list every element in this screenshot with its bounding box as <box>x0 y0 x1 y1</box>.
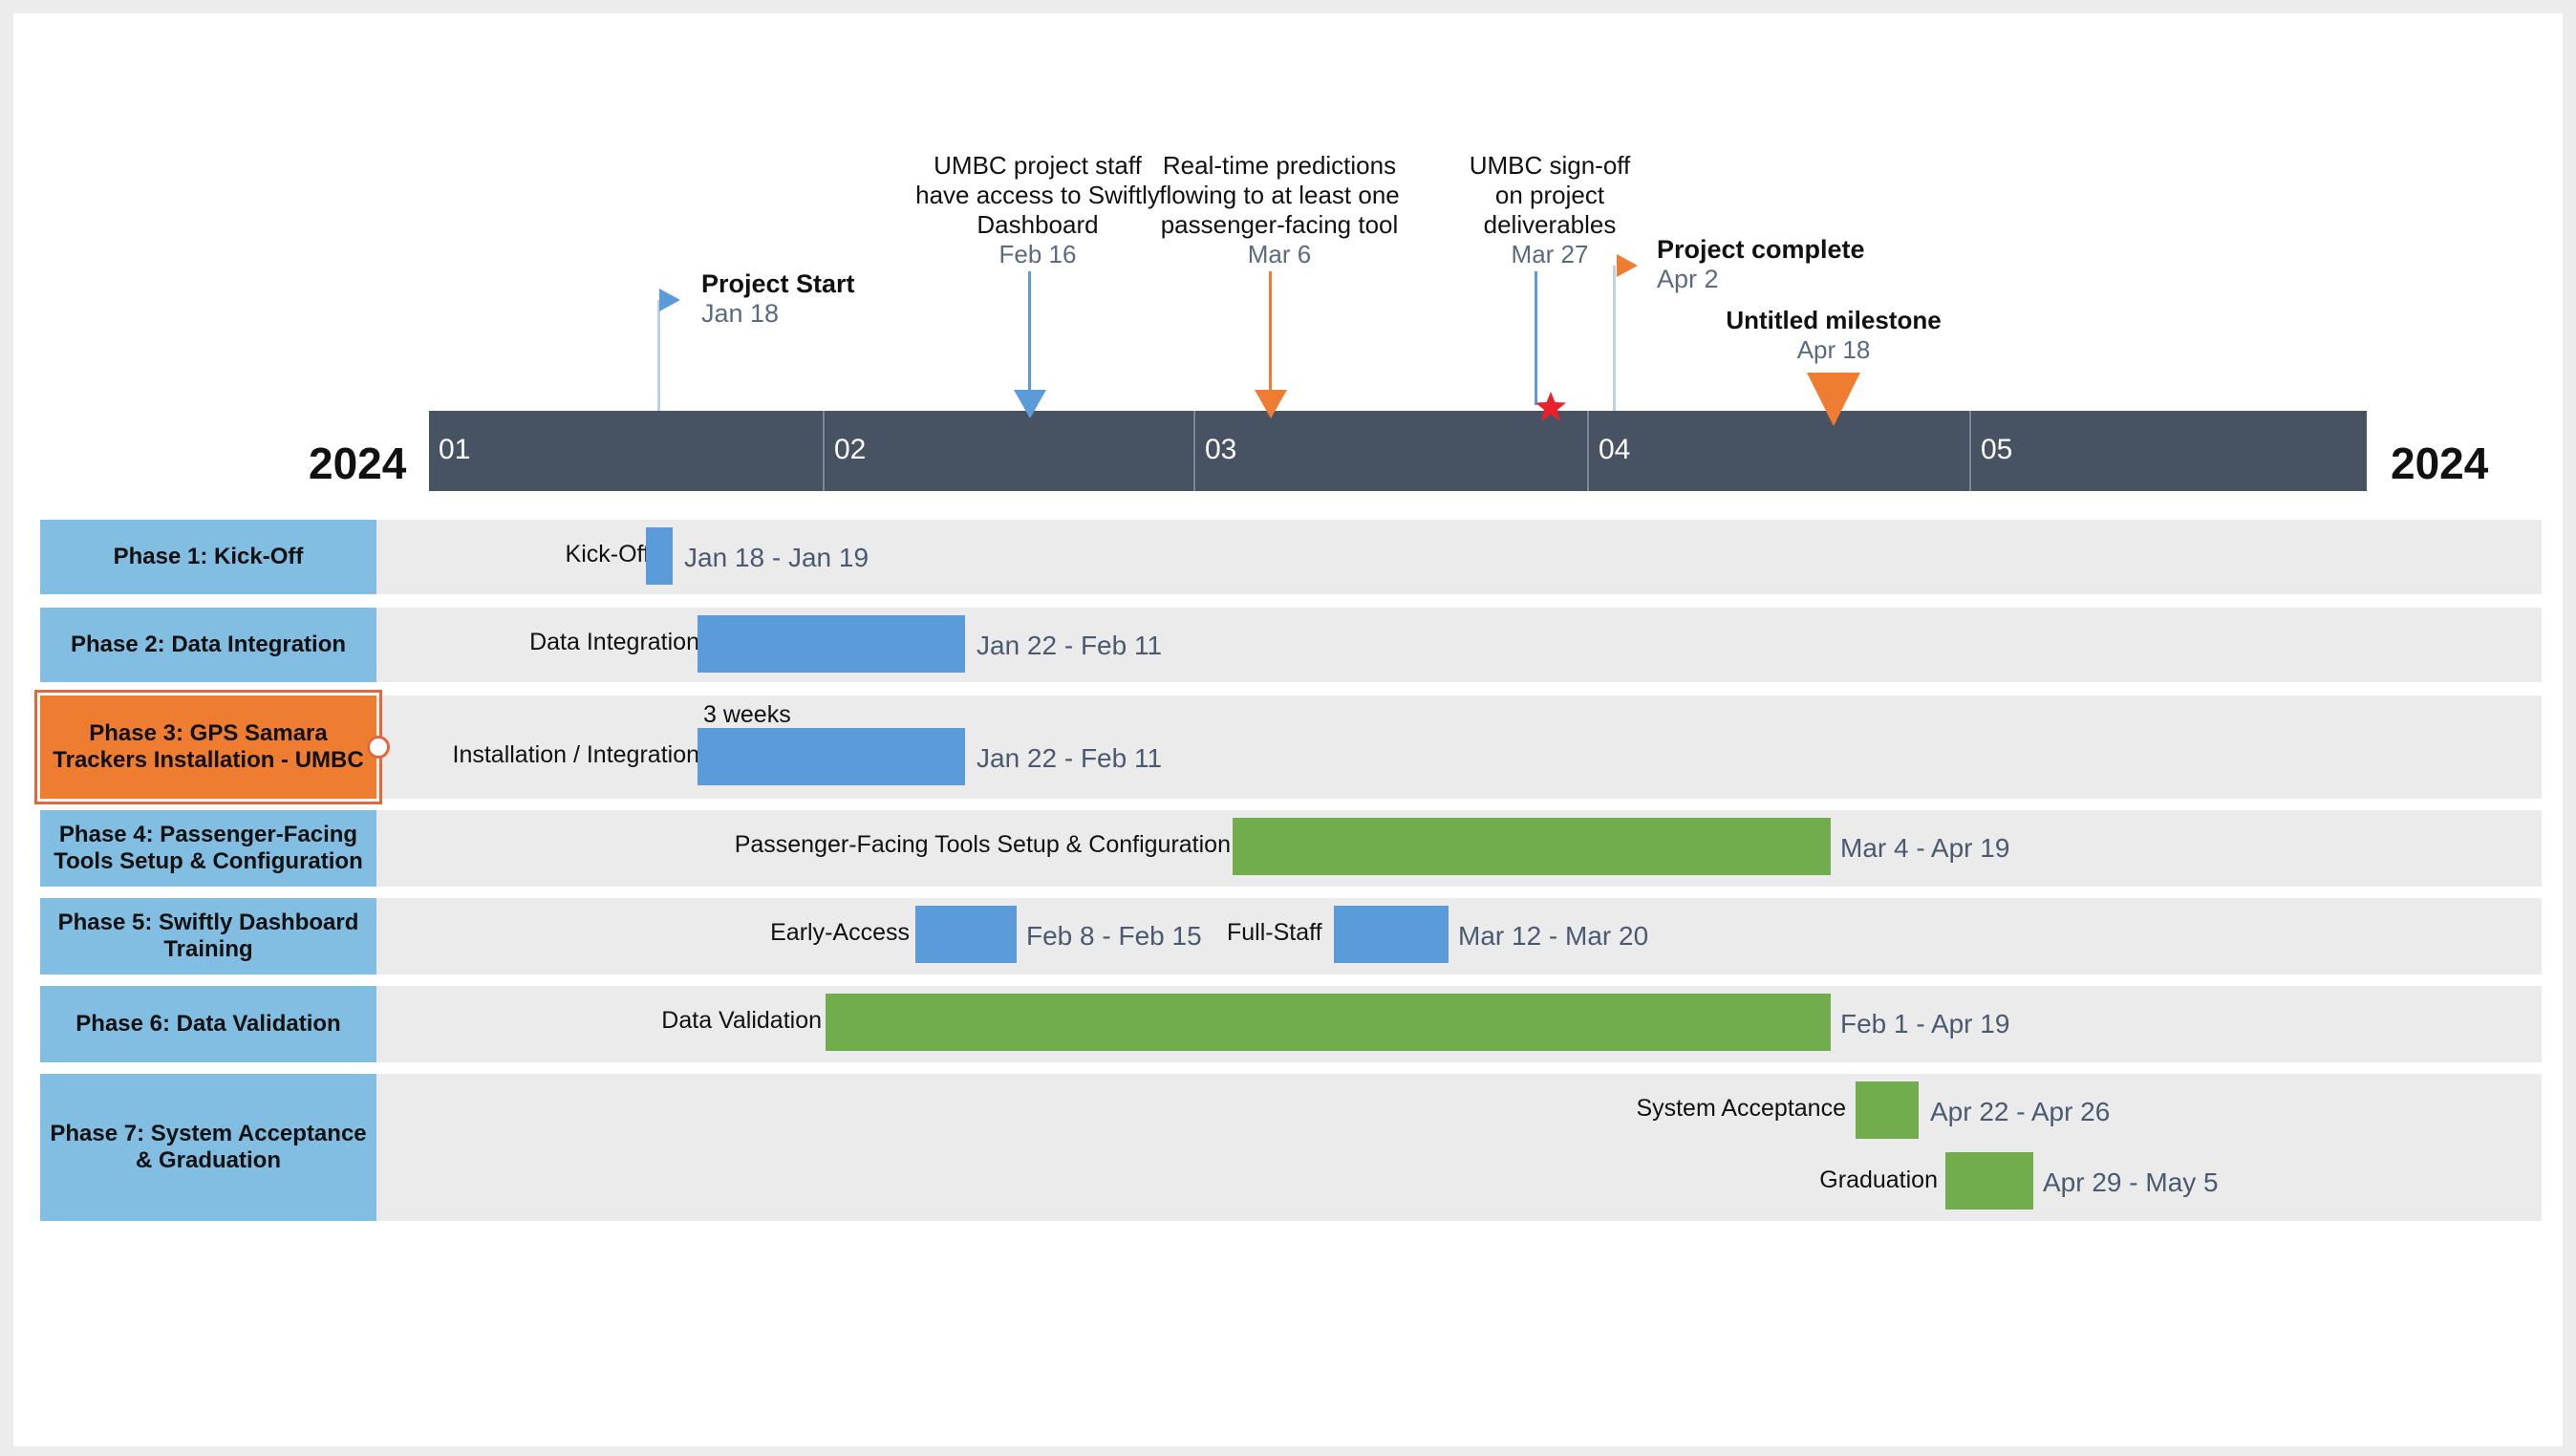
swimlane-phase-7 <box>40 1074 2542 1221</box>
task-bar[interactable] <box>915 906 1017 963</box>
task-dates: Jan 18 - Jan 19 <box>684 543 869 572</box>
milestone-title: UMBC sign-off on project deliverables <box>1469 151 1631 239</box>
month-tick-03: 03 <box>1193 411 1236 491</box>
milestone-title: Untitled milestone <box>1726 306 1942 334</box>
task-dates: Apr 29 - May 5 <box>2043 1167 2219 1197</box>
task-bar[interactable] <box>1233 818 1831 875</box>
task-label: System Acceptance <box>1636 1095 1846 1122</box>
phase-2-label[interactable]: Phase 2: Data Integration <box>40 608 376 682</box>
task-bar[interactable] <box>698 728 965 785</box>
task-dates: Jan 22 - Feb 11 <box>977 743 1163 773</box>
resize-handle[interactable] <box>367 736 390 759</box>
milestone-stem <box>1269 271 1272 407</box>
task-label: Kick-Off <box>565 541 650 567</box>
task-bar[interactable] <box>1945 1152 2033 1210</box>
milestone-stem <box>1613 266 1616 411</box>
milestone-date: Mar 27 <box>1511 240 1589 268</box>
task-bar[interactable] <box>646 527 673 585</box>
month-tick-02: 02 <box>823 411 866 491</box>
phase-3-label[interactable]: Phase 3: GPS Samara Trackers Installatio… <box>34 690 382 804</box>
milestone-title: UMBC project staff have access to Swiftl… <box>915 151 1160 239</box>
task-label: Graduation <box>1819 1167 1938 1193</box>
task-label: Passenger-Facing Tools Setup & Configura… <box>734 831 1231 858</box>
task-bar[interactable] <box>826 994 1831 1051</box>
task-bar[interactable] <box>698 615 965 673</box>
task-label: Early-Access <box>770 919 910 946</box>
task-bar[interactable] <box>1856 1081 1919 1139</box>
orange-flag-icon <box>1617 254 1638 277</box>
milestone-date: Mar 6 <box>1247 240 1312 268</box>
milestone-stem <box>1535 271 1537 405</box>
blue-triangle-icon <box>1014 390 1046 418</box>
year-left: 2024 <box>309 439 407 488</box>
milestone-date: Jan 18 <box>701 299 780 328</box>
phase-7-label[interactable]: Phase 7: System Acceptance & Graduation <box>40 1074 376 1221</box>
task-label: Data Validation <box>661 1007 822 1034</box>
swimlane-phase-1 <box>40 520 2542 594</box>
phase-5-label[interactable]: Phase 5: Swiftly Dashboard Training <box>40 898 376 974</box>
milestone-title: Real-time predictions flowing to at leas… <box>1159 151 1400 239</box>
blue-flag-icon <box>659 289 680 311</box>
milestone-stem <box>657 300 660 411</box>
task-label: Data Integration <box>529 629 699 655</box>
task-duration: 3 weeks <box>703 701 791 728</box>
task-bar[interactable] <box>1334 906 1449 963</box>
orange-triangle-icon <box>1807 373 1860 426</box>
task-dates: Mar 12 - Mar 20 <box>1458 921 1649 951</box>
milestone-title: Project complete <box>1657 235 1865 264</box>
month-tick-05: 05 <box>1969 411 2012 491</box>
task-dates: Feb 8 - Feb 15 <box>1026 921 1202 951</box>
phase-1-label[interactable]: Phase 1: Kick-Off <box>40 520 376 594</box>
task-label: Installation / Integration <box>452 741 700 768</box>
milestone-date: Feb 16 <box>998 240 1077 268</box>
timeline-canvas: 2024 2024 01 02 03 04 05 Project Start J… <box>13 13 2563 1446</box>
phase-4-label[interactable]: Phase 4: Passenger-Facing Tools Setup & … <box>40 810 376 887</box>
month-tick-04: 04 <box>1587 411 1630 491</box>
milestone-date: Apr 2 <box>1657 265 1719 293</box>
orange-triangle-icon <box>1255 390 1287 418</box>
milestone-title: Project Start <box>701 269 855 298</box>
swimlane-phase-5 <box>40 898 2542 974</box>
task-dates: Apr 22 - Apr 26 <box>1930 1097 2111 1126</box>
time-axis: 01 02 03 04 05 <box>429 411 2367 491</box>
milestone-date: Apr 18 <box>1796 335 1871 364</box>
task-dates: Mar 4 - Apr 19 <box>1840 833 2010 863</box>
year-right: 2024 <box>2391 439 2489 488</box>
red-star-icon <box>1535 392 1566 421</box>
milestone-stem <box>1028 271 1031 407</box>
task-dates: Jan 22 - Feb 11 <box>977 631 1163 660</box>
task-label: Full-Staff <box>1227 919 1322 946</box>
phase-6-label[interactable]: Phase 6: Data Validation <box>40 986 376 1062</box>
swimlane-phase-3 <box>40 696 2542 799</box>
task-dates: Feb 1 - Apr 19 <box>1840 1009 2010 1038</box>
swimlane-phase-2 <box>40 608 2542 682</box>
